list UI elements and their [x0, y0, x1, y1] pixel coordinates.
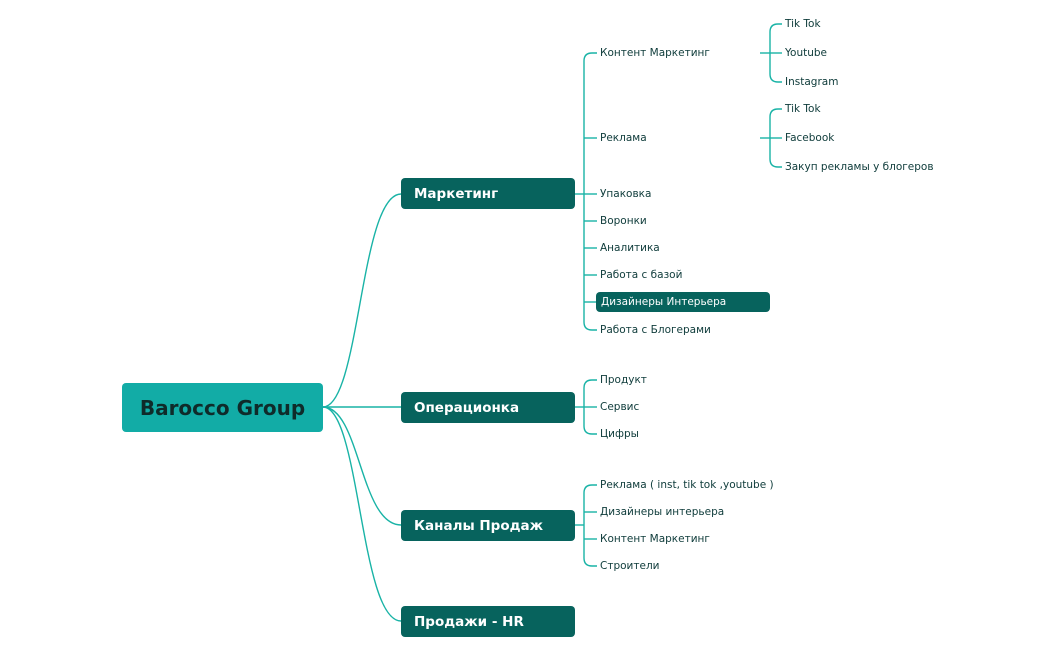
subtopic-content-youtube[interactable]: Youtube: [785, 47, 827, 59]
branch-sales-channels-label: Каналы Продаж: [414, 517, 544, 534]
topic-ads[interactable]: Реклама: [600, 132, 647, 144]
subtopic-ads-bloggers[interactable]: Закуп рекламы у блогеров: [785, 161, 934, 173]
topic-numbers[interactable]: Цифры: [600, 428, 639, 440]
topic-database[interactable]: Работа с базой: [600, 269, 683, 281]
topic-sales-content[interactable]: Контент Маркетинг: [600, 533, 710, 545]
topic-interior-designers-selected[interactable]: Дизайнеры Интерьера: [596, 292, 771, 312]
subtopic-ads-facebook[interactable]: Facebook: [785, 132, 835, 144]
branch-operations[interactable]: Операционка: [401, 392, 575, 423]
subtopic-ads-tiktok[interactable]: Tik Tok: [785, 103, 821, 115]
connector-root-marketing: [322, 193, 402, 408]
topic-bloggers[interactable]: Работа с Блогерами: [600, 324, 711, 336]
topic-sales-designers[interactable]: Дизайнеры интерьера: [600, 506, 725, 518]
subtopic-content-tiktok[interactable]: Tik Tok: [785, 18, 821, 30]
branch-marketing-label: Маркетинг: [414, 185, 499, 202]
topic-service[interactable]: Сервис: [600, 401, 640, 413]
branch-sales-channels[interactable]: Каналы Продаж: [401, 510, 575, 541]
root-node[interactable]: Barocco Group: [122, 383, 323, 432]
connector-root-sales-channels: [322, 406, 402, 526]
topic-sales-builders[interactable]: Строители: [600, 560, 660, 572]
topic-funnels[interactable]: Воронки: [600, 215, 647, 227]
topic-analytics[interactable]: Аналитика: [600, 242, 660, 254]
connector-root-sales-hr: [322, 406, 402, 622]
root-node-label: Barocco Group: [139, 395, 306, 420]
topic-sales-ads[interactable]: Реклама ( inst, tik tok ,youtube ): [600, 479, 774, 491]
subtopic-content-instagram[interactable]: Instagram: [785, 76, 839, 88]
topic-product[interactable]: Продукт: [600, 374, 647, 386]
topic-content-marketing[interactable]: Контент Маркетинг: [600, 47, 710, 59]
branch-sales-hr-label: Продажи - HR: [414, 613, 524, 630]
topic-packaging[interactable]: Упаковка: [600, 188, 652, 200]
branch-operations-label: Операционка: [414, 399, 520, 416]
branch-sales-hr[interactable]: Продажи - HR: [401, 606, 575, 637]
branch-marketing[interactable]: Маркетинг: [401, 178, 575, 209]
